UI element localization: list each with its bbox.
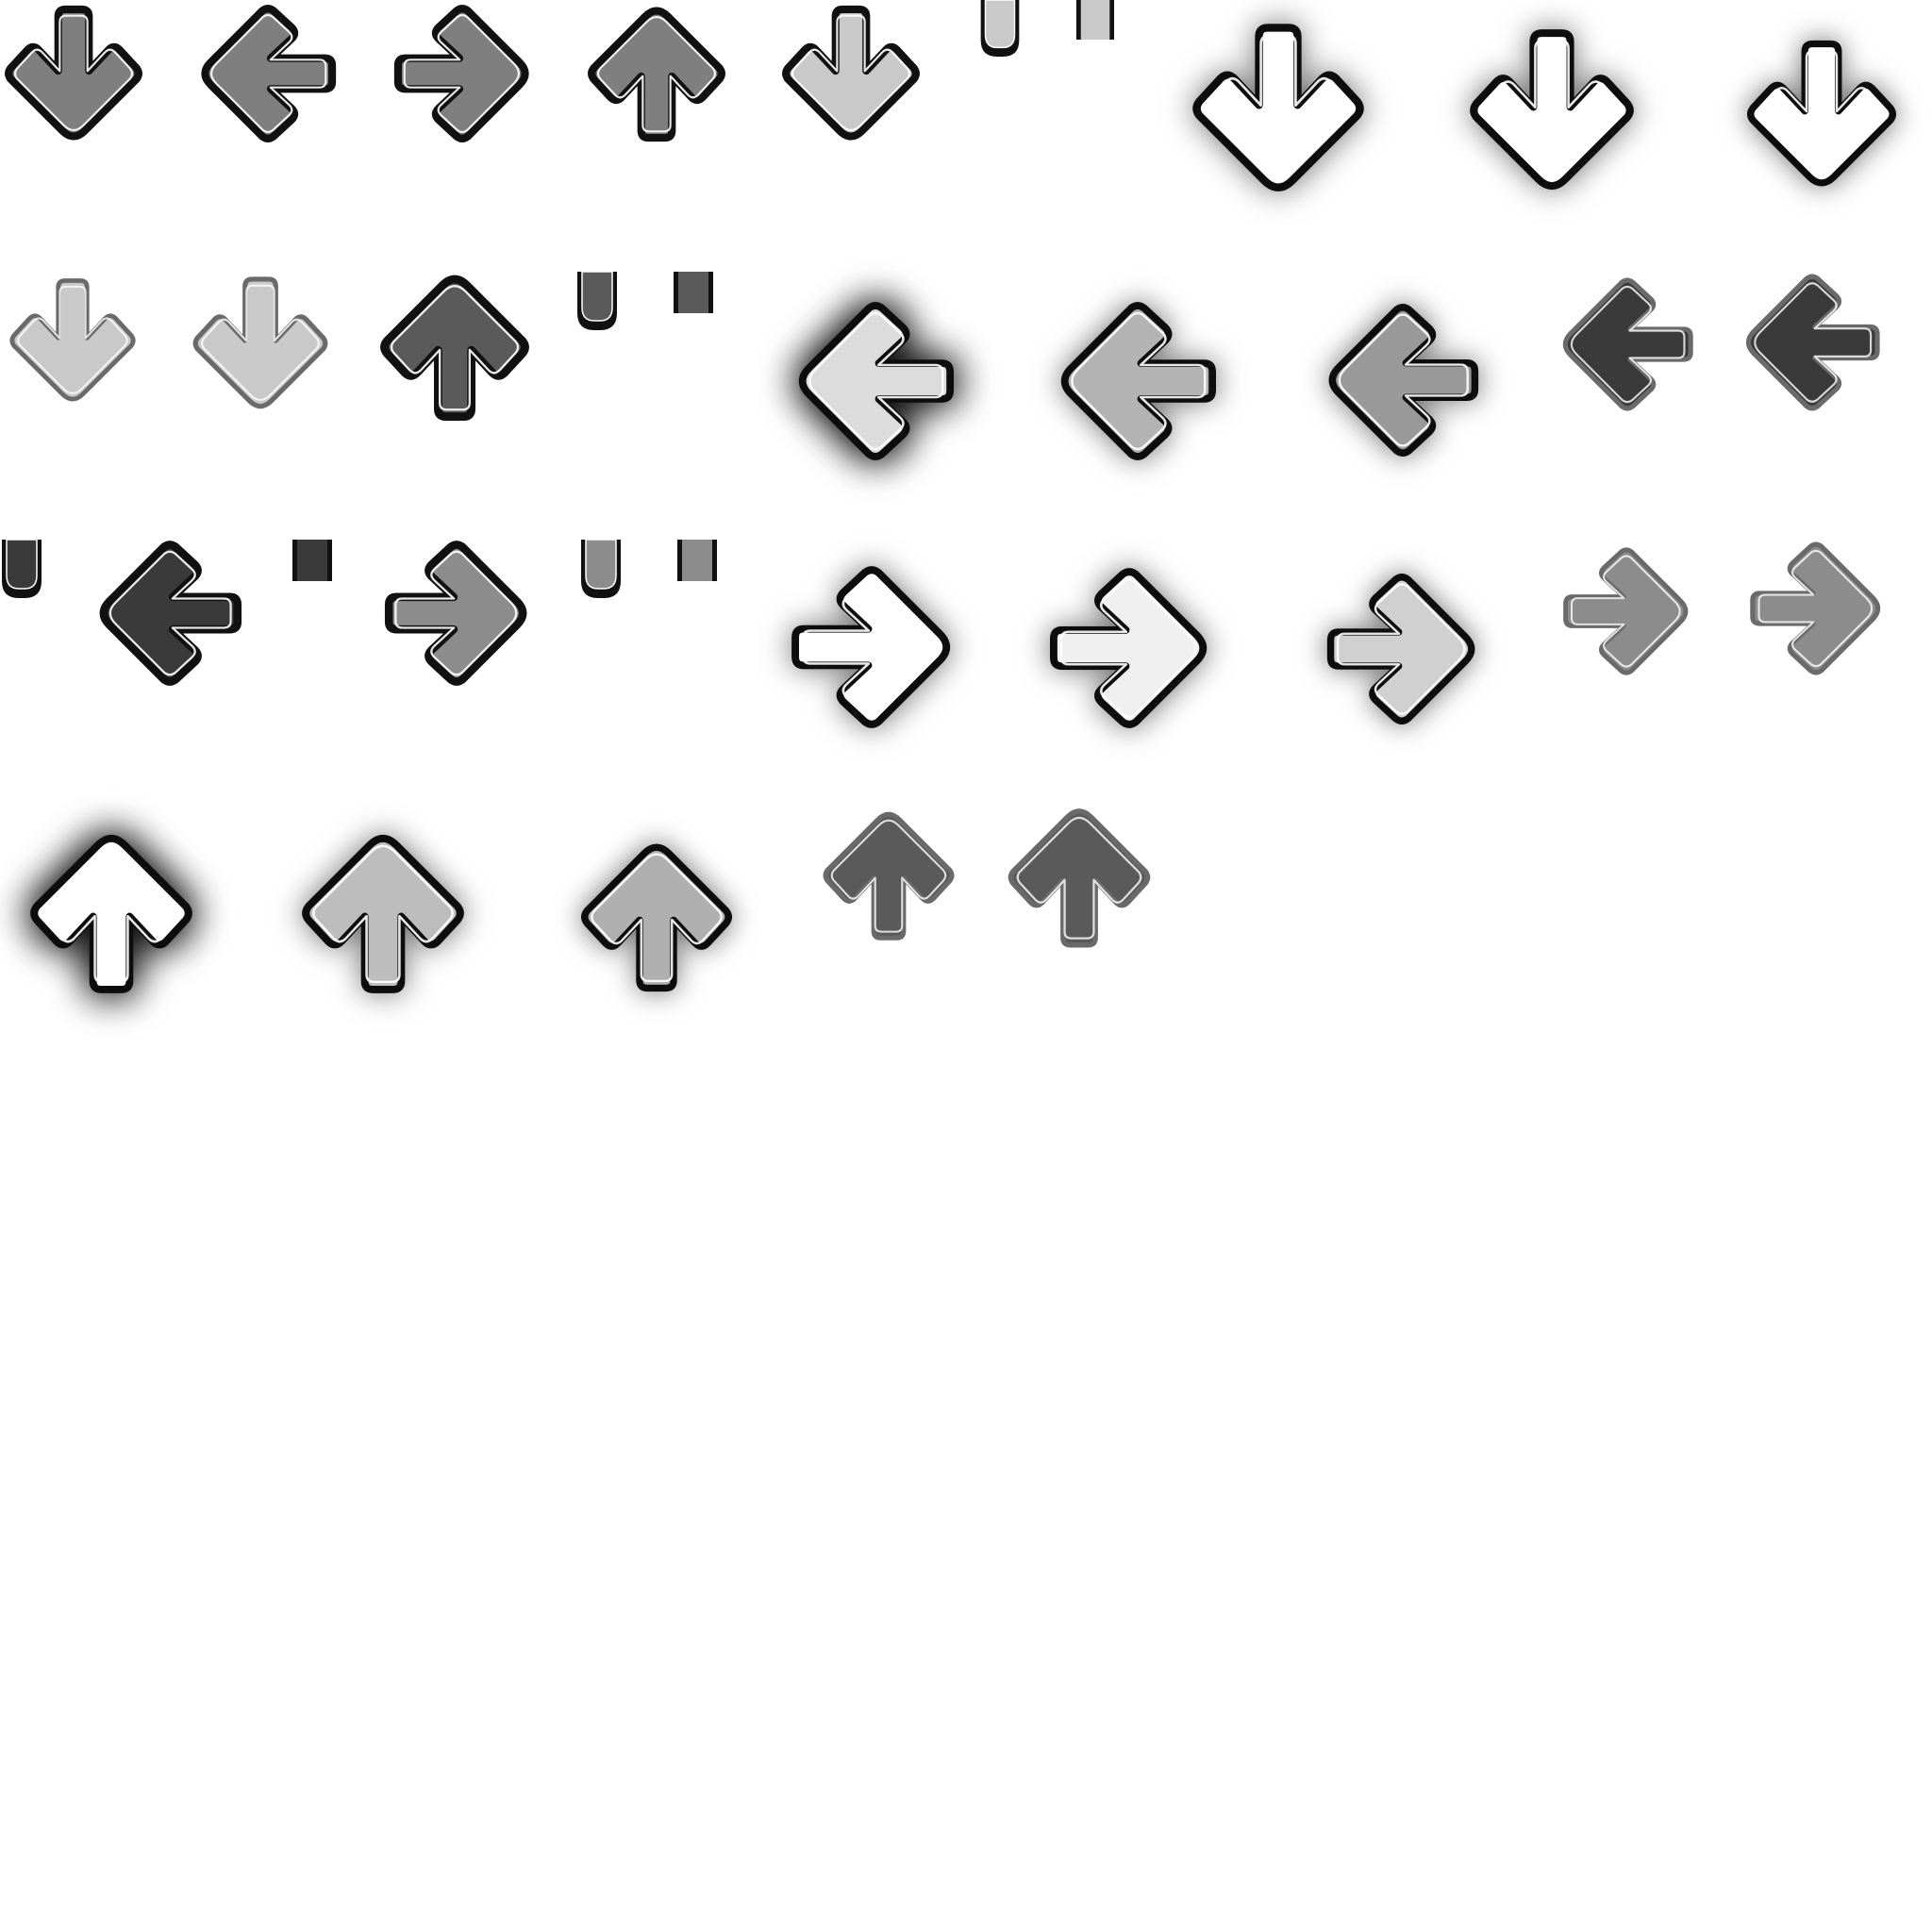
right-hold-end-icon: [581, 539, 621, 598]
right-hold-piece-icon: [677, 540, 717, 581]
right-arrow-static-icon: [393, 5, 529, 142]
up-arrow-static-icon: [588, 7, 725, 142]
left-hold-end-icon: [2, 539, 42, 598]
left-hold-piece-icon: [292, 540, 332, 581]
up-hold-piece-icon: [674, 272, 713, 313]
down-arrow-confirm-1-icon: [1192, 24, 1364, 192]
up-hold-end-icon: [577, 271, 617, 330]
left-arrow-note-icon: [99, 541, 242, 686]
right-arrow-confirm-2-icon: [1050, 568, 1208, 728]
right-arrow-note-icon: [384, 541, 527, 686]
left-arrow-confirm-2-icon: [1060, 302, 1216, 460]
down-arrow-confirm-3-icon: [1747, 40, 1896, 187]
up-arrow-confirm-1-icon: [30, 834, 192, 993]
down-arrow-press-1-icon: [9, 278, 136, 402]
left-arrow-press-2-icon: [1745, 274, 1880, 411]
right-arrow-confirm-1-icon: [791, 566, 951, 728]
left-arrow-press-1-icon: [1562, 277, 1693, 411]
up-arrow-press-2-icon: [1008, 808, 1151, 948]
right-arrow-press-2-icon: [1750, 541, 1881, 675]
left-arrow-static-icon: [201, 5, 337, 142]
down-arrow-note-icon: [782, 5, 920, 141]
up-arrow-press-1-icon: [823, 811, 955, 941]
right-arrow-press-1-icon: [1563, 547, 1689, 675]
down-hold-piece-icon: [1075, 0, 1115, 40]
down-arrow-press-2-icon: [192, 276, 328, 409]
up-arrow-confirm-3-icon: [581, 843, 732, 992]
right-arrow-confirm-3-icon: [1326, 574, 1475, 724]
left-arrow-confirm-3-icon: [1328, 304, 1479, 457]
up-arrow-note-icon: [380, 275, 529, 421]
up-arrow-confirm-2-icon: [302, 834, 464, 993]
down-hold-end-icon: [980, 0, 1020, 58]
down-arrow-confirm-2-icon: [1470, 29, 1634, 191]
left-arrow-confirm-1-icon: [798, 302, 954, 460]
down-arrow-static-icon: [5, 5, 142, 141]
